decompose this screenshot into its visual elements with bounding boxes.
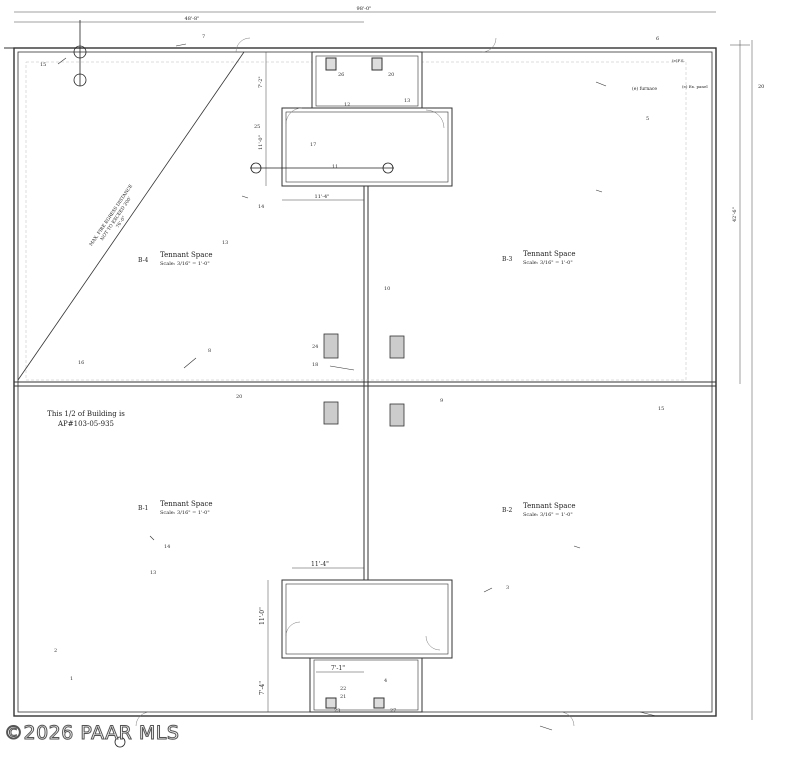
bottom-core-width: 11'-4" bbox=[311, 561, 329, 568]
building-note-1: This 1/2 of Building is bbox=[47, 410, 125, 418]
callout: 10 bbox=[384, 286, 390, 292]
unit-b1: B-1 Tennant Space Scale: 3/16" = 1'-0" bbox=[138, 500, 213, 516]
unit-scale: Scale: 3/16" = 1'-0" bbox=[523, 512, 573, 518]
unit-tag: B-1 bbox=[138, 505, 148, 512]
callout: 25 bbox=[254, 124, 260, 130]
corner-tag: (e)F.S. bbox=[672, 58, 685, 63]
corner-tag-2: (e) Ex. panel bbox=[682, 84, 708, 89]
door-swings bbox=[135, 37, 575, 727]
callout: 12 bbox=[344, 102, 350, 108]
unit-title: Tennant Space bbox=[523, 250, 576, 258]
unit-title: Tennant Space bbox=[523, 502, 576, 510]
callout: 5 bbox=[646, 116, 649, 122]
callout: 14 bbox=[258, 204, 264, 210]
right-dimension: 42'-6" bbox=[732, 207, 738, 222]
callout: 3 bbox=[506, 585, 509, 591]
callout: 8 bbox=[208, 348, 211, 354]
callout: 17 bbox=[310, 142, 316, 148]
bottom-rest-height: 7'-4" bbox=[259, 681, 266, 695]
bottom-core bbox=[281, 579, 453, 713]
callout: 15 bbox=[658, 406, 664, 412]
unit-scale: Scale: 3/16" = 1'-0" bbox=[523, 260, 573, 266]
furnace-note: (e) furnace bbox=[632, 85, 657, 92]
callout: 24 bbox=[312, 344, 318, 350]
unit-title: Tennant Space bbox=[160, 500, 213, 508]
callout: 18 bbox=[312, 362, 318, 368]
callout: 13 bbox=[222, 240, 228, 246]
callout-labels: 15 7 6 16 26 20 12 13 25 17 11 14 13 10 … bbox=[40, 34, 664, 714]
callout: 26 bbox=[338, 72, 344, 78]
egress-line bbox=[17, 51, 245, 381]
callout: 1 bbox=[70, 676, 73, 682]
callout: 22 bbox=[340, 686, 346, 692]
dimension-texts: 98'-0" 48'-8" 11'-4" 11'-4" 7'-1" 11'-0"… bbox=[185, 6, 765, 695]
unit-b4: B-4 Tennant Space Scale: 3/16" = 1'-0" bbox=[138, 251, 213, 267]
callout: 20 bbox=[236, 394, 242, 400]
callout: 14 bbox=[164, 544, 170, 550]
section-markers bbox=[73, 20, 394, 748]
room-notes: (e) furnace (e)F.S. (e) Ex. panel bbox=[632, 58, 708, 92]
egress-line-2: NOT TO EXCEED 200' bbox=[99, 196, 133, 242]
callout: 16 bbox=[78, 360, 84, 366]
unit-scale: Scale: 3/16" = 1'-0" bbox=[160, 510, 210, 516]
callout: 13 bbox=[404, 98, 410, 104]
egress-note: MAX. FIRE EGRESS DISTANCE NOT TO EXCEED … bbox=[88, 183, 134, 247]
callout: 23 bbox=[334, 708, 340, 714]
overall-dimension: 98'-0" bbox=[357, 6, 372, 12]
building-note-2: AP#103-05-935 bbox=[57, 420, 114, 428]
watermark: ©2026 PAAR MLS bbox=[3, 722, 180, 745]
callout: 13 bbox=[150, 570, 156, 576]
callout: 6 bbox=[656, 36, 659, 42]
unit-b3: B-3 Tennant Space Scale: 3/16" = 1'-0" bbox=[502, 250, 576, 266]
callout: 27 bbox=[390, 708, 396, 714]
bottom-rest-width: 7'-1" bbox=[331, 665, 345, 672]
side-note: 20 bbox=[758, 84, 764, 90]
callout: 11 bbox=[332, 164, 338, 170]
callout: 2 bbox=[54, 648, 57, 654]
leader-arrows bbox=[57, 43, 657, 731]
top-rest-height: 7'-2" bbox=[258, 76, 264, 88]
unit-b2: B-2 Tennant Space Scale: 3/16" = 1'-0" bbox=[502, 502, 576, 518]
top-core-width: 11'-4" bbox=[315, 194, 330, 200]
top-core-height: 11'-0" bbox=[258, 135, 264, 150]
callout: 15 bbox=[40, 62, 46, 68]
unit-scale: Scale: 3/16" = 1'-0" bbox=[160, 261, 210, 267]
dimension-lines bbox=[14, 11, 753, 720]
unit-tag: B-4 bbox=[138, 257, 149, 264]
columns bbox=[323, 333, 405, 427]
callout: 7 bbox=[202, 34, 205, 40]
unit-tag: B-2 bbox=[502, 507, 513, 514]
callout: 20 bbox=[388, 72, 394, 78]
bottom-core-height: 11'-0" bbox=[259, 607, 266, 625]
callout: 21 bbox=[340, 694, 346, 700]
half-dimension: 48'-8" bbox=[185, 16, 200, 22]
unit-tag: B-3 bbox=[502, 256, 513, 263]
unit-title: Tennant Space bbox=[160, 251, 213, 259]
callout: 9 bbox=[440, 398, 443, 404]
egress-line-1: MAX. FIRE EGRESS DISTANCE bbox=[88, 183, 134, 247]
top-core bbox=[281, 51, 453, 187]
callout: 4 bbox=[384, 678, 387, 684]
